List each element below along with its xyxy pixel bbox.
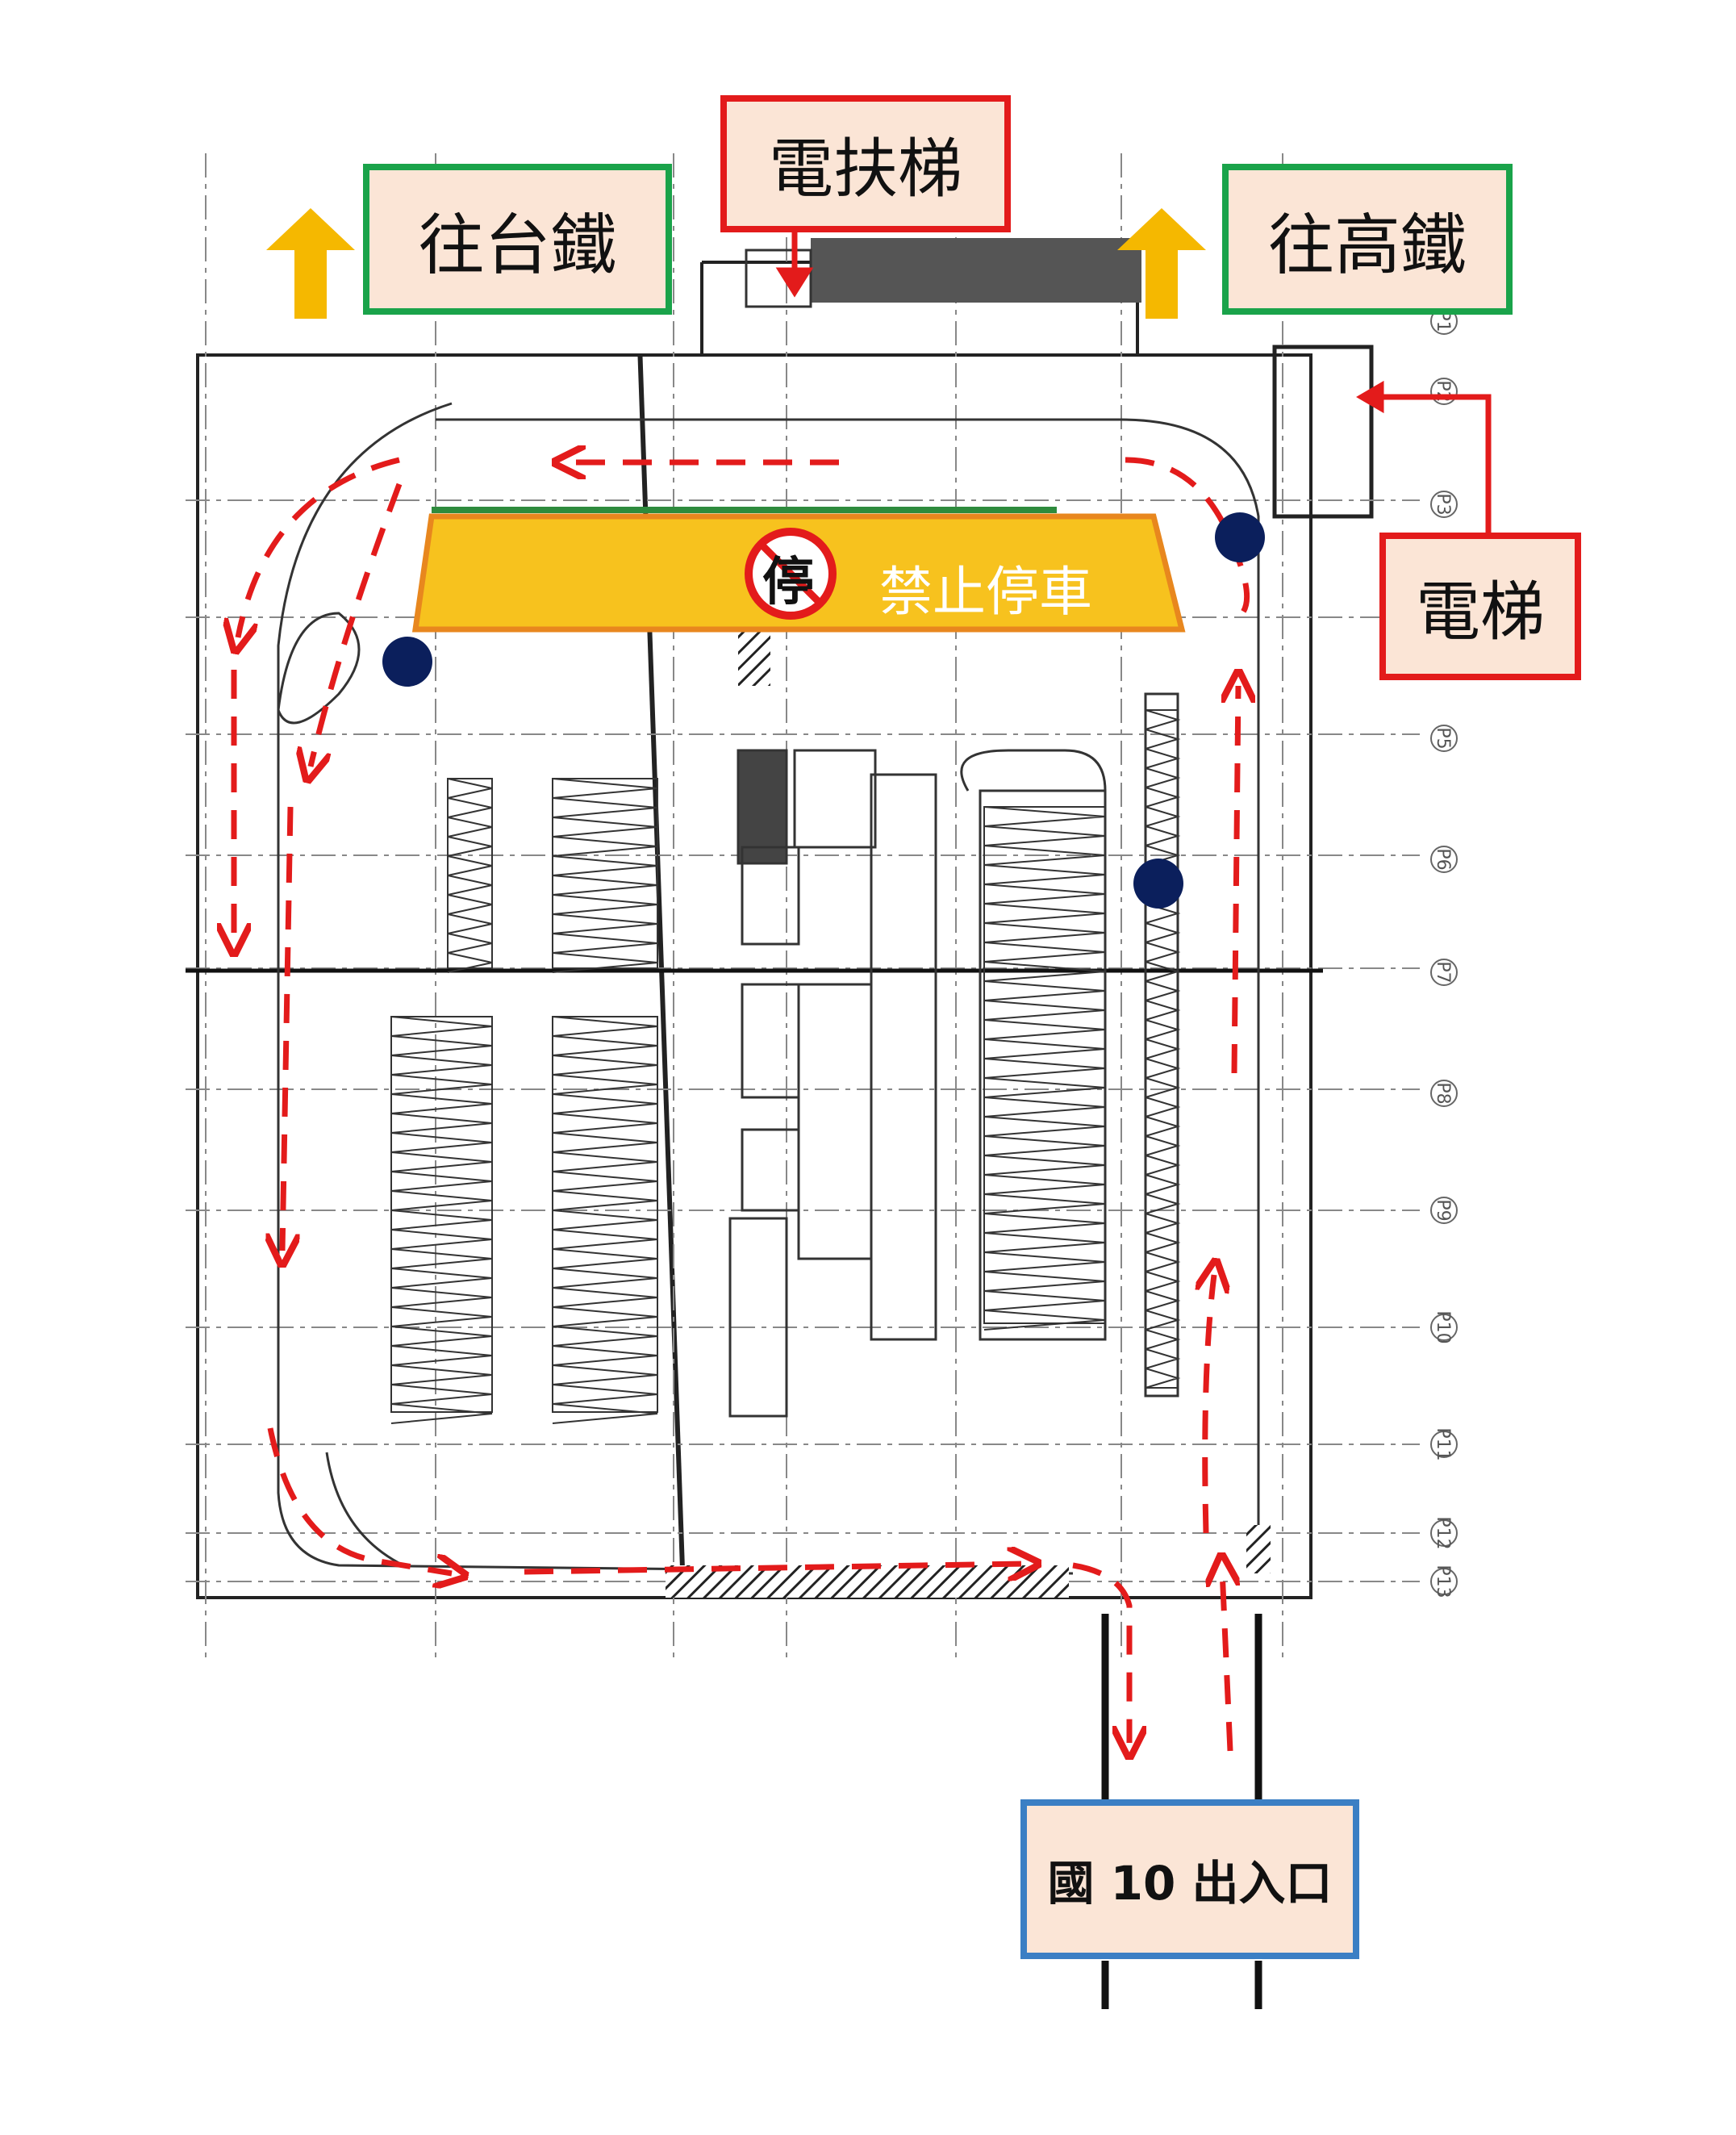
parking-stall-lines — [983, 806, 1106, 1331]
grid-bubble — [1430, 378, 1458, 405]
parking-stall-lines — [552, 1016, 658, 1424]
no-parking-zone — [411, 507, 1186, 633]
grid-bubble — [1430, 725, 1458, 752]
parking-stall-lines — [552, 778, 658, 973]
label-to-gaotie: 往高鐵 — [1222, 164, 1513, 315]
parking-stall-lines — [1145, 709, 1181, 1389]
label-exit: 國 10 出入口 — [1020, 1799, 1359, 1959]
grid-bubble — [1430, 1080, 1458, 1107]
label-elevator: 電梯 — [1379, 533, 1581, 680]
grid-bubble — [1430, 491, 1458, 518]
parking-stall-column — [390, 1016, 493, 1413]
location-marker-icon — [382, 512, 1265, 909]
label-escalator: 電扶梯 — [720, 95, 1011, 232]
grid-bubble-label: P10 — [1433, 1310, 1453, 1343]
parking-stall-lines — [447, 778, 493, 973]
grid-bubble — [1430, 1431, 1458, 1458]
central-core — [728, 692, 1179, 1418]
grid-bubble-label: P11 — [1433, 1427, 1453, 1460]
no-parking-sign-char: 停 — [762, 553, 814, 612]
pointer-arrow-icon — [775, 230, 1492, 533]
grid-bubble — [1430, 1314, 1458, 1341]
no-parking-text: 禁止停車 — [879, 561, 1092, 623]
parking-stall-column — [552, 1016, 658, 1413]
parking-stall-lines — [390, 1016, 493, 1424]
up-arrow-icon — [266, 208, 1206, 319]
grid-bubble — [1430, 959, 1458, 986]
grid-bubble-label: P9 — [1433, 1199, 1453, 1221]
circulation-road — [277, 402, 1260, 1575]
route-path — [234, 460, 1247, 1751]
grid-bubble — [1430, 1197, 1458, 1224]
label-exit-text: 國 10 出入口 — [1047, 1856, 1333, 1911]
grid-bubble-label: P13 — [1433, 1565, 1453, 1598]
grid-bubble-label: P5 — [1433, 727, 1453, 749]
label-to-taitie: 往台鐵 — [363, 164, 672, 315]
exit-lanes — [1101, 1614, 1262, 2009]
grid-bubble — [1430, 1519, 1458, 1547]
parking-stall-column — [983, 806, 1106, 1324]
escalator-structure — [745, 238, 1141, 308]
grid-bubble — [1430, 1568, 1458, 1595]
label-elevator-text: 電梯 — [1416, 574, 1545, 650]
grid-bubble-label: P7 — [1433, 961, 1453, 983]
hatched-walls — [666, 629, 1271, 1598]
grid-bubble-label: P12 — [1433, 1516, 1453, 1549]
grid-bubble-label: P6 — [1433, 848, 1453, 870]
grid-bubble-label: P8 — [1433, 1082, 1453, 1104]
label-to-taitie-text: 往台鐵 — [418, 207, 617, 284]
grid-bubble — [1430, 846, 1458, 873]
label-to-gaotie-text: 往高鐵 — [1267, 207, 1467, 284]
grid-bubbles: P1P2P3P4P5P6P7P8P9P10P11P12P13 — [1430, 307, 1458, 1598]
no-parking-sign: 停 — [738, 523, 843, 625]
grid-bubble-label: P3 — [1433, 493, 1453, 515]
label-escalator-text: 電扶梯 — [769, 132, 962, 207]
